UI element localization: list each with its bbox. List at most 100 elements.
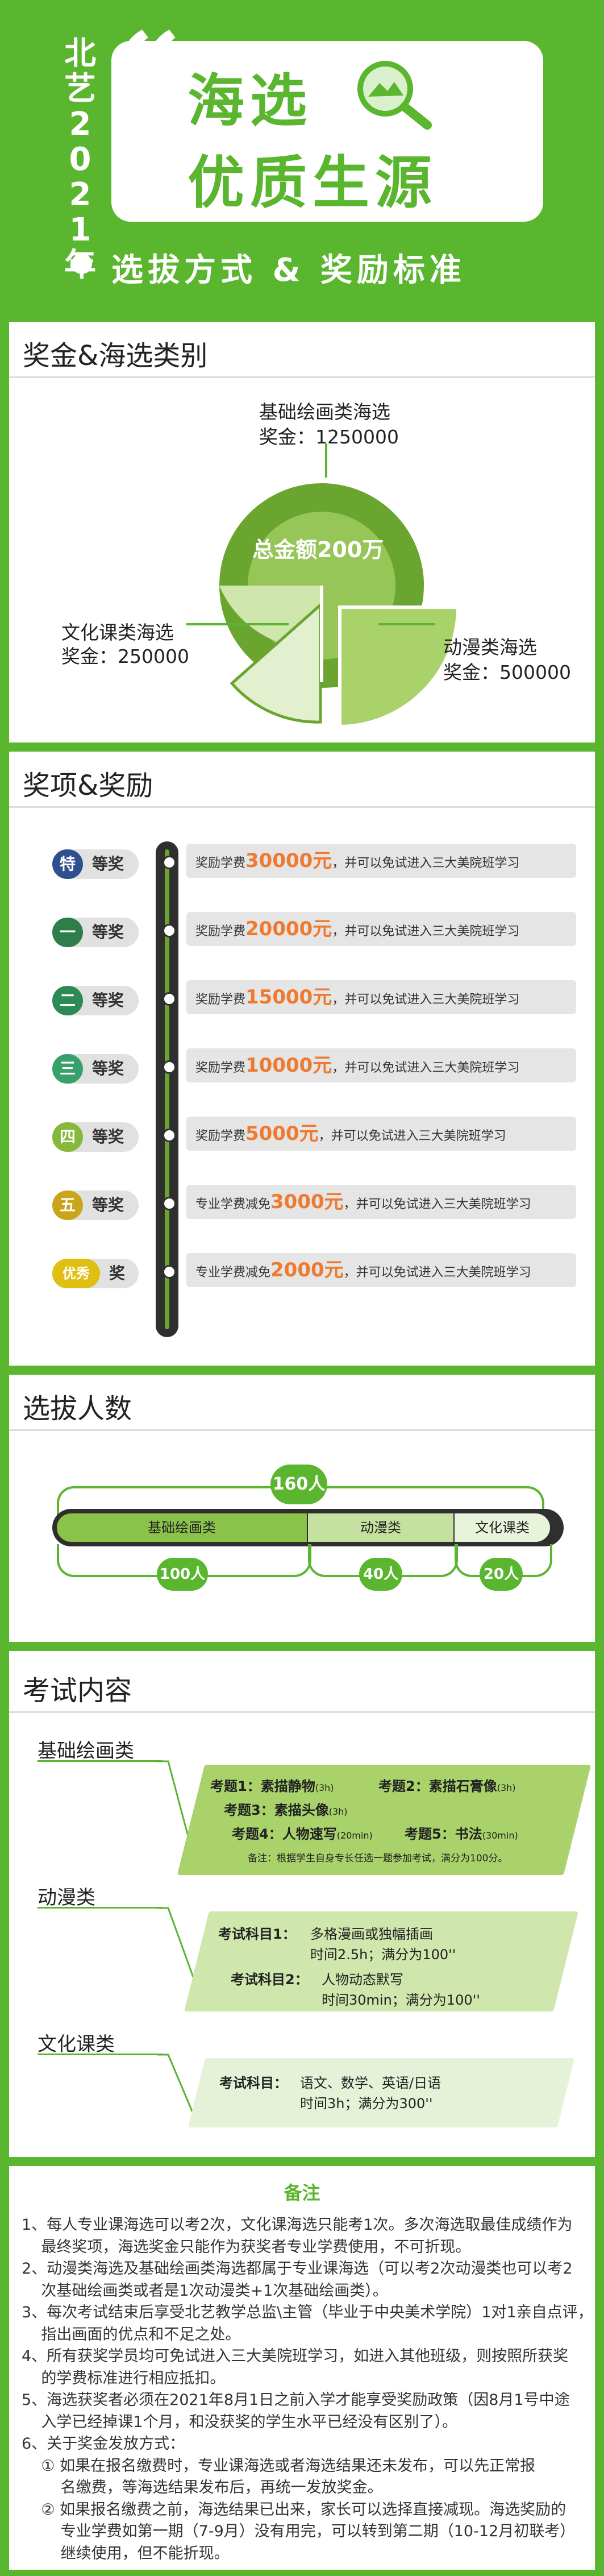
timeline-dot [163,924,176,938]
basic-q3: 考题3：素描头像(3h) [224,1802,348,1818]
basic-q4: 考题4：人物速写(20min) [232,1826,373,1842]
left-quote-icon: “ [114,6,182,147]
bullet-dot-icon [72,254,92,274]
note-line: 最终奖项，海选奖金只能作为获奖者专业学费使用，不可折现。 [22,2238,471,2256]
award-level: 三 [52,1054,83,1084]
timeline-dot [163,1060,176,1074]
selection-card: 选拔人数 160人 基础绘画类 动漫类 文化课类 100人 40人 20人 [9,1375,595,1642]
culture-subject-title: 考试科目： [219,2075,288,2091]
award-rest: ，并可以免试进入三大美院班学习 [343,1197,531,1212]
anime-category-bonus: 奖金：500000 [443,661,571,683]
basic-count: 100人 [157,1558,208,1591]
culture-category-bonus: 奖金：250000 [61,645,189,667]
note-line: 3、每次考试结束后享受北艺教学总监\主管（毕业于中央美术学院）1对1亲自点评， [22,2304,593,2321]
anime-subject1-line2: 时间2.5h；满分为100'' [310,1947,456,1963]
year-char: 0 [69,141,91,178]
header-title-box [111,41,543,222]
award-prefix: 奖励学费 [195,993,246,1007]
award-level-suffix: 等奖 [92,991,124,1010]
note-line: 继续使用，但不能折现。 [22,2544,230,2562]
timeline-dot [163,1265,176,1279]
award-level: 二 [52,986,83,1015]
exam-basic-label: 基础绘画类 [38,1740,134,1762]
header-line1: 海选 [188,68,313,134]
award-level-suffix: 等奖 [92,854,124,873]
award-level-suffix: 等奖 [92,923,124,941]
section-title: 考试内容 [23,1675,132,1707]
timeline-dot [163,1197,176,1210]
section-title: 选拔人数 [23,1393,132,1425]
basic-note: 备注：根据学生自身专长任选一题参加考试，满分为100分。 [248,1853,508,1864]
award-prefix: 奖励学费 [195,1061,246,1075]
award-description: 专业学费减免3000元，并可以免试进入三大美院班学习 [186,1185,576,1219]
award-rest: ，并可以免试进入三大美院班学习 [332,1061,520,1075]
year-char: 北 [64,35,96,72]
categories-card: 奖金&海选类别 总金额200万 基础绘画类海选 奖金：1250000 文化课类海… [9,322,595,742]
award-description: 奖励学费10000元，并可以免试进入三大美院班学习 [186,1048,576,1082]
anime-count: 40人 [359,1558,402,1591]
award-description: 奖励学费5000元，并可以免试进入三大美院班学习 [186,1117,576,1151]
leader-line [378,623,435,625]
award-description: 奖励学费15000元，并可以免试进入三大美院班学习 [186,980,576,1014]
note-line: ① 如果在报名缴费时，专业课海选或者海选结果还未发布，可以先正常报 [22,2457,536,2475]
culture-segment: 文化课类 [455,1513,550,1542]
note-line: 2、动漫类海选及基础绘画类海选都属于专业课海选（可以考2次动漫类也可以考2 [22,2260,573,2278]
anime-subject1-line1: 多格漫画或独幅插画 [310,1926,433,1942]
award-prefix: 专业学费减免 [195,1197,271,1212]
award-level: 四 [52,1122,83,1152]
award-amount: 20000元 [245,918,332,940]
anime-subject1-title: 考试科目1： [218,1926,296,1942]
note-line: 5、海选获奖者必须在2021年8月1日之前入学才能享受奖励政策（因8月1号中途 [22,2391,570,2409]
award-prefix: 奖励学费 [195,1129,246,1143]
exam-culture-label: 文化课类 [38,2033,115,2056]
divider [9,1711,595,1713]
anime-segment: 动漫类 [308,1513,453,1542]
award-amount: 10000元 [245,1054,332,1077]
award-badge: 一等奖 [52,918,139,947]
culture-count: 20人 [480,1558,523,1591]
exam-card: 考试内容 基础绘画类 考题1：素描静物(3h) 考题2：素描石膏像(3h) 考题… [9,1651,595,2157]
label-underline [38,2054,163,2055]
awards-card: 奖项&奖励 特等奖奖励学费30000元，并可以免试进入三大美院班学习一等奖奖励学… [9,752,595,1366]
award-badge: 三等奖 [52,1054,139,1084]
award-amount: 30000元 [245,849,332,872]
award-level-suffix: 等奖 [92,1127,124,1146]
award-badge: 五等奖 [52,1190,139,1220]
note-line: 4、所有获奖学员均可免试进入三大美院班学习，如进入其他班级，则按照所获奖 [22,2347,569,2365]
connector-line [157,1907,198,1987]
anime-subject2-title: 考试科目2： [231,1972,309,1988]
note-line: 指出画面的优点和不足之处。 [22,2325,241,2343]
award-amount: 5000元 [245,1122,319,1145]
award-level-suffix: 等奖 [92,1196,124,1214]
award-description: 专业学费减免2000元，并可以免试进入三大美院班学习 [186,1253,576,1287]
award-rest: ，并可以免试进入三大美院班学习 [332,993,520,1007]
award-prefix: 专业学费减免 [195,1266,271,1280]
basic-category-name: 基础绘画类海选 [259,401,390,423]
anime-subject2-line2: 时间30min；满分为100'' [322,1992,480,2008]
note-line: 6、关于奖金发放方式： [22,2435,185,2453]
connector-line [157,2054,198,2122]
year-char: 2 [69,176,91,213]
anime-category-name: 动漫类海选 [443,636,537,658]
year-char: 艺 [64,70,96,107]
note-line: ② 如果报名缴费之前，海选结果已出来，家长可以选择直接减现。海选奖励的 [22,2500,566,2519]
award-badge: 优秀奖 [52,1259,139,1288]
notes-title: 备注 [284,2182,320,2204]
notes-card: 备注 1、每人专业课海选可以考2次，文化课海选只能考1次。多次海选取最佳成绩作为… [9,2166,595,2570]
pie-chart [219,483,460,728]
note-line: 入学已经掉课1个月，和没获奖的学生水平已经没有区别了）。 [22,2413,458,2431]
award-level-suffix: 等奖 [92,1059,124,1078]
right-quote-icon: ” [455,131,523,272]
divider [9,376,595,378]
note-line: 1、每人专业课海选可以考2次，文化课海选只能考1次。多次海选取最佳成绩作为 [22,2216,573,2234]
award-level: 特 [52,849,83,879]
award-level: 一 [52,918,83,947]
label-underline [38,1760,163,1762]
basic-category-bonus: 奖金：1250000 [259,426,399,448]
timeline-dot [163,992,176,1006]
timeline-dot [163,856,176,869]
anime-subject2-line1: 人物动态默写 [322,1972,403,1988]
culture-category-name: 文化课类海选 [61,621,174,644]
note-line: 名缴费，等海选结果发布后，再统一发放奖金。 [22,2479,383,2496]
culture-subject-line1: 语文、数学、英语/日语 [300,2075,441,2091]
